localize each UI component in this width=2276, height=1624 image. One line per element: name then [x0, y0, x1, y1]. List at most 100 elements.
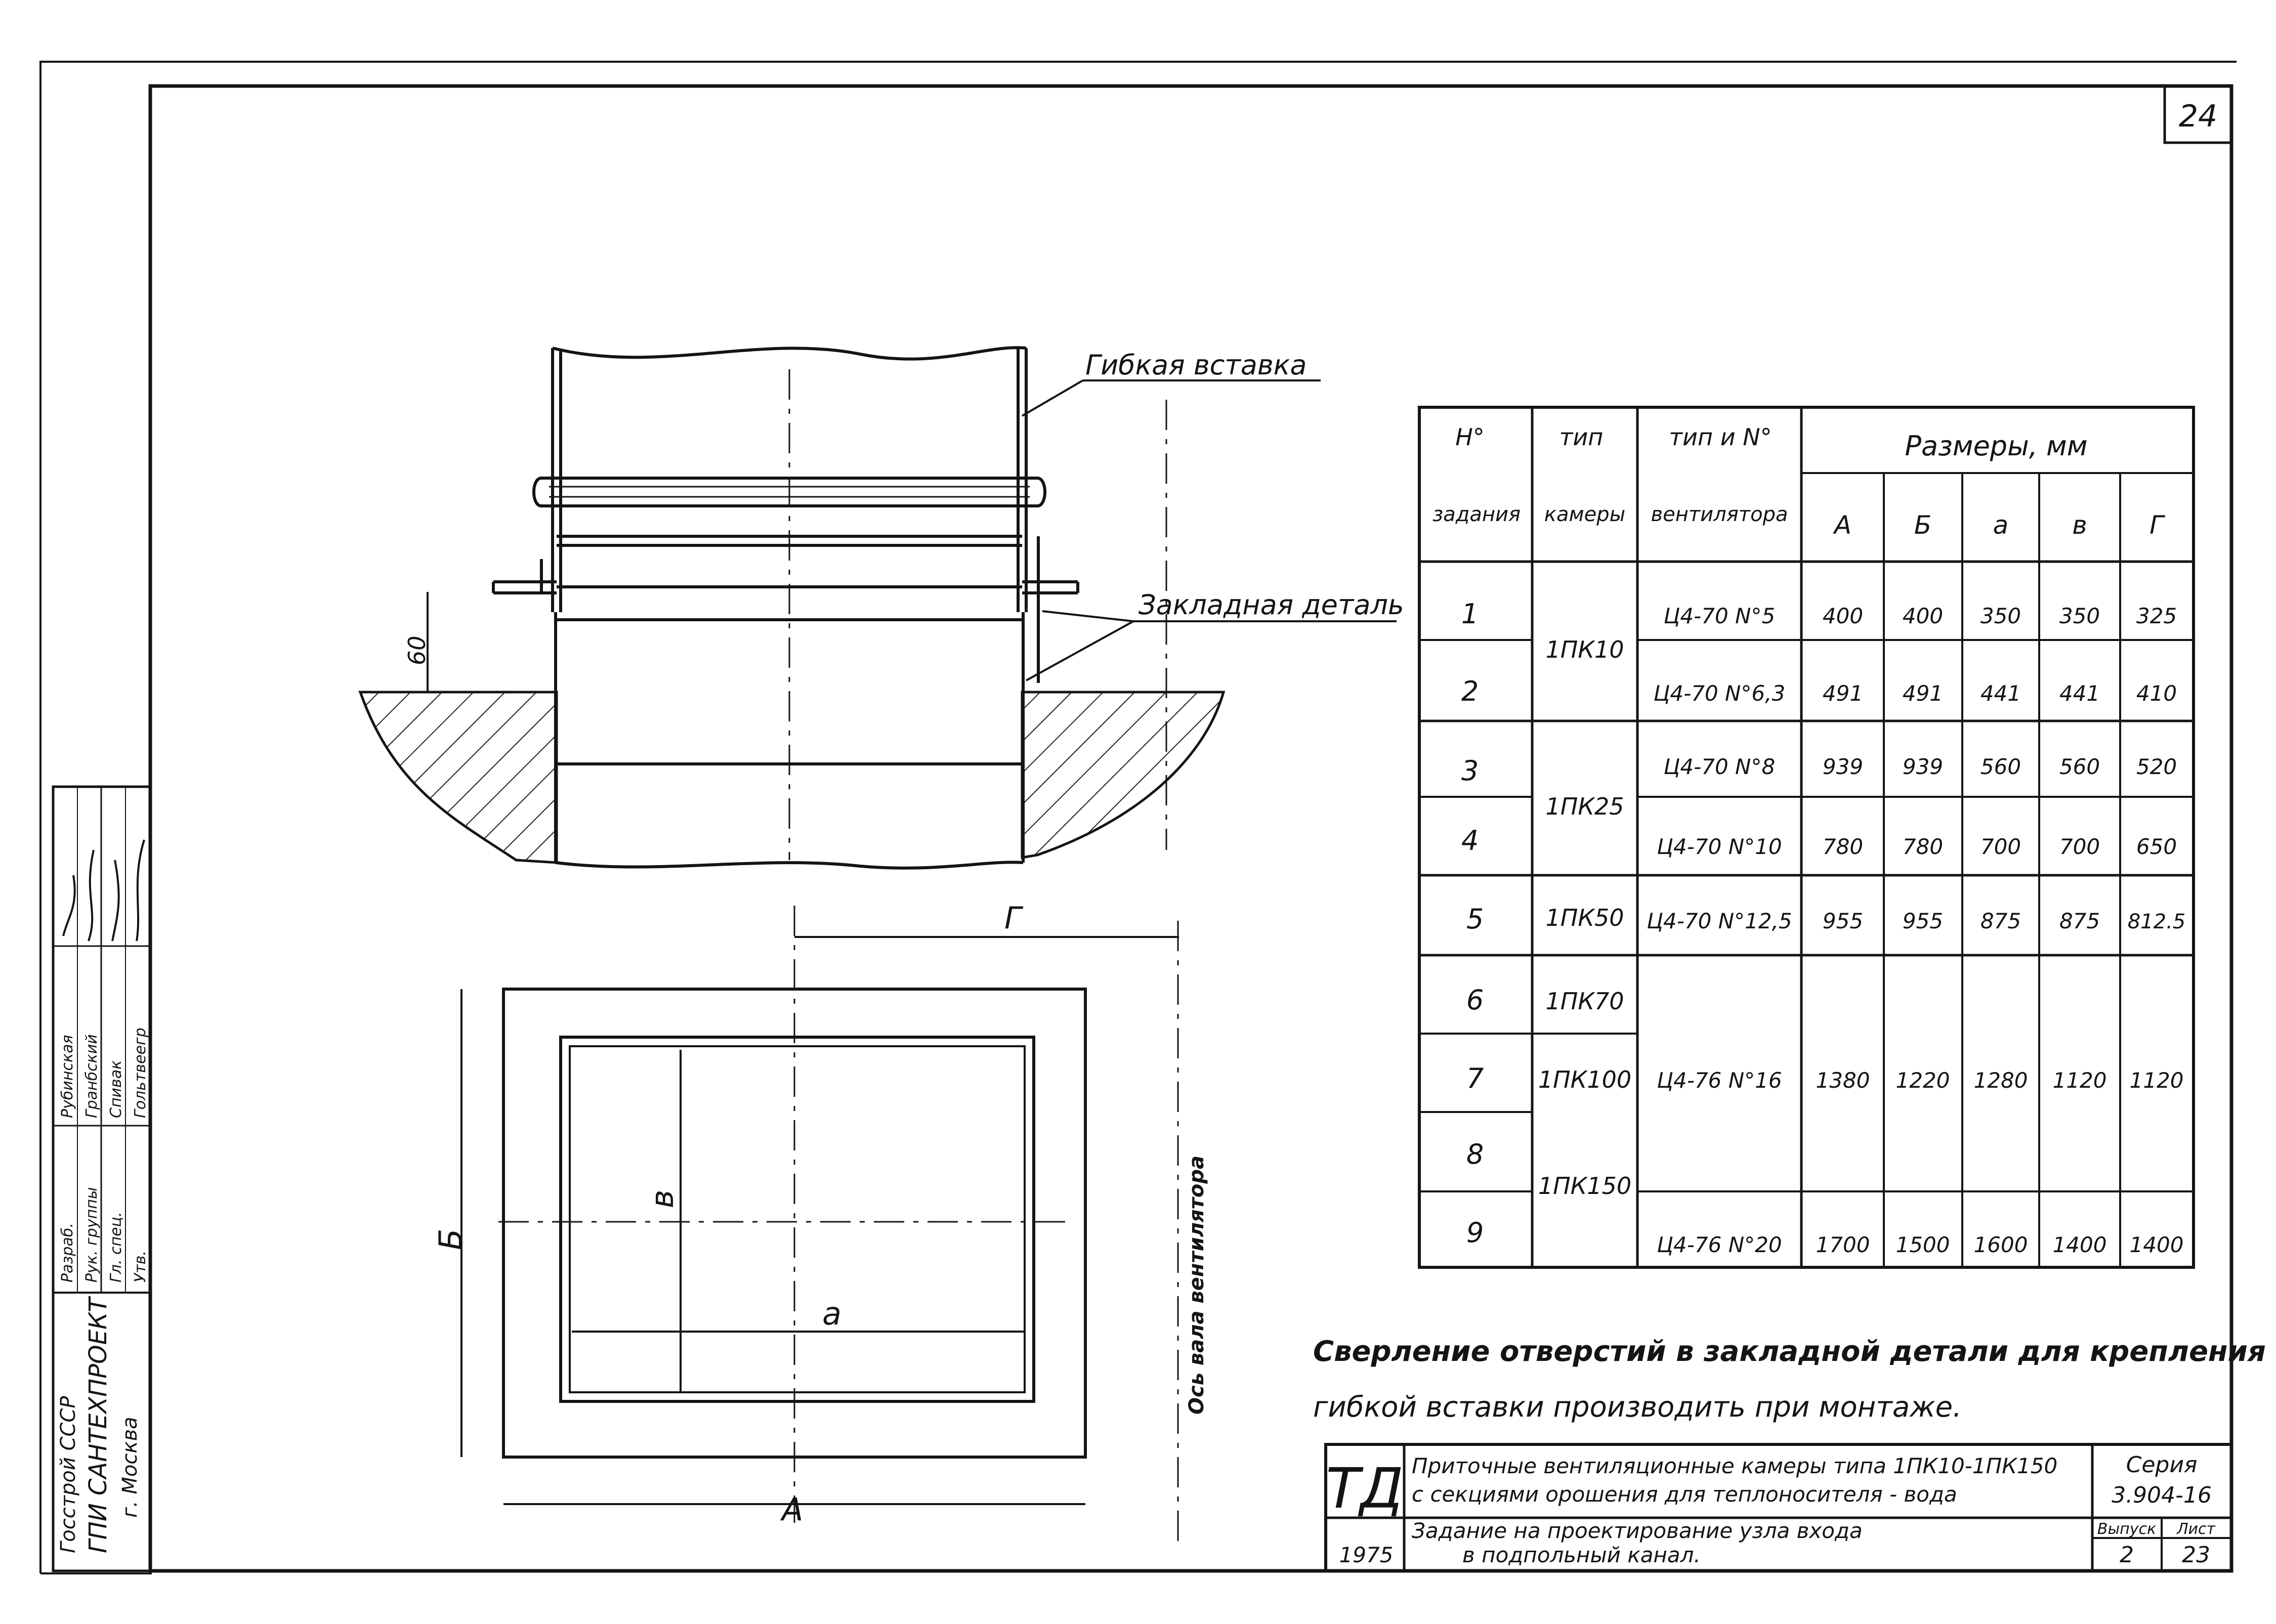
- row-4-a: 700: [1980, 834, 2021, 859]
- plan-view: Г Ось вала вентилятора Б в а А: [432, 901, 1208, 1548]
- fan-row-3: Ц4-70 N°8: [1664, 754, 1775, 779]
- name-2: Гранбский: [83, 1034, 101, 1118]
- year: 1975: [1339, 1543, 1394, 1567]
- title-block: [1324, 1443, 2233, 1572]
- row-6-8-v: 1120: [2053, 1068, 2107, 1093]
- sheet-value: 23: [2182, 1542, 2210, 1568]
- role-4: Утв.: [132, 1251, 149, 1283]
- row-5-B: 955: [1903, 909, 1943, 933]
- row-4-G: 650: [2136, 834, 2177, 859]
- row-3-G: 520: [2136, 754, 2177, 779]
- row-2-no: 2: [1461, 675, 1479, 707]
- issue-label: Выпуск: [2097, 1520, 2156, 1538]
- row-9-a: 1600: [1974, 1232, 2028, 1257]
- row-8-no: 8: [1466, 1138, 1484, 1170]
- row-1-A: 400: [1823, 604, 1863, 628]
- row-6-8-B: 1220: [1896, 1068, 1950, 1093]
- header-sizes: Размеры, мм: [1905, 430, 2087, 462]
- header-v: в: [2072, 510, 2087, 540]
- row-4-no: 4: [1461, 825, 1479, 857]
- role-1: Разраб.: [59, 1223, 76, 1283]
- row-4-A: 780: [1823, 834, 1863, 859]
- camera-1PK70: 1ПК70: [1545, 988, 1624, 1015]
- row-5-A: 955: [1823, 909, 1863, 933]
- camera-1PK10: 1ПК10: [1545, 636, 1624, 663]
- fan-row-5: Ц4-70 N°12,5: [1647, 909, 1792, 933]
- name-3: Спивак: [107, 1060, 125, 1118]
- title-line-2: с секциями орошения для теплоносителя - …: [1412, 1482, 1957, 1507]
- header-a: а: [1993, 510, 2009, 540]
- subtitle-line-2: в подпольный канал.: [1462, 1543, 1701, 1567]
- row-4-v: 700: [2059, 834, 2100, 859]
- row-9-B: 1500: [1896, 1232, 1950, 1257]
- series-label: Серия: [2126, 1452, 2198, 1478]
- dim-a-label: а: [822, 1295, 841, 1332]
- subtitle-line-1: Задание на проектирование узла входа: [1412, 1518, 1863, 1543]
- header-fan-1: тип и N°: [1669, 423, 1772, 451]
- fan-row-1: Ц4-70 N°5: [1664, 604, 1775, 628]
- row-1-B: 400: [1903, 604, 1943, 628]
- side-stamp: [52, 785, 152, 1572]
- row-3-a: 560: [1980, 754, 2021, 779]
- row-6-8-G: 1120: [2130, 1068, 2184, 1093]
- row-4-B: 780: [1903, 834, 1943, 859]
- row-5-a: 875: [1980, 909, 2021, 933]
- row-2-A: 491: [1823, 681, 1863, 706]
- table-text: Н° задания тип камеры тип и N° вентилято…: [1432, 423, 2185, 1257]
- header-A: А: [1833, 510, 1851, 540]
- dim-G-label: Г: [1004, 901, 1024, 936]
- series-value: 3.904-16: [2112, 1482, 2212, 1508]
- sheet-number-box: 24: [2163, 84, 2233, 144]
- title-line-1: Приточные вентиляционные камеры типа 1ПК…: [1412, 1454, 2057, 1478]
- row-9-v: 1400: [2053, 1232, 2107, 1257]
- dim-A-label: А: [780, 1491, 803, 1528]
- flexible-insert-label: Гибкая вставка: [1085, 349, 1306, 381]
- row-9-A: 1700: [1816, 1232, 1870, 1257]
- row-1-a: 350: [1980, 604, 2021, 628]
- sheet-number: 24: [2179, 99, 2217, 134]
- row-5-v: 875: [2059, 909, 2100, 933]
- signature-marks: [62, 839, 145, 942]
- row-6-8-A: 1380: [1816, 1068, 1870, 1093]
- row-3-no: 3: [1461, 755, 1479, 787]
- dim-B-label: Б: [432, 1229, 469, 1251]
- camera-1PK25: 1ПК25: [1545, 793, 1624, 820]
- role-2: Рук. группы: [83, 1187, 101, 1283]
- camera-1PK150: 1ПК150: [1538, 1172, 1631, 1200]
- row-3-v: 560: [2059, 754, 2100, 779]
- row-6-8-a: 1280: [1974, 1068, 2028, 1093]
- camera-1PK50: 1ПК50: [1545, 904, 1624, 931]
- embedded-part-label: Закладная деталь: [1139, 589, 1404, 621]
- header-no-1: Н°: [1455, 423, 1485, 451]
- row-3-B: 939: [1903, 754, 1943, 779]
- dim-60-label: 60: [403, 635, 431, 665]
- title-block-text: ТД Приточные вентиляционные камеры типа …: [1326, 1452, 2216, 1568]
- row-3-A: 939: [1823, 754, 1863, 779]
- role-3: Гл. спец.: [107, 1212, 125, 1283]
- row-7-no: 7: [1466, 1062, 1484, 1094]
- org-line-3: г. Москва: [118, 1417, 142, 1518]
- org-line-1: Госстрой СССР: [57, 1396, 80, 1553]
- header-G: Г: [2149, 510, 2166, 540]
- name-1: Рубинская: [59, 1035, 76, 1118]
- header-fan-2: вентилятора: [1651, 503, 1788, 526]
- row-2-a: 441: [1980, 681, 2021, 706]
- row-1-v: 350: [2059, 604, 2100, 628]
- side-stamp-text: Госстрой СССР ГПИ САНТЕХПРОЕКТ г. Москва…: [57, 839, 149, 1553]
- camera-1PK100: 1ПК100: [1538, 1066, 1631, 1093]
- note-line-2: гибкой вставки производить при монтаже.: [1313, 1391, 1962, 1424]
- note-line-1: Сверление отверстий в закладной детали д…: [1313, 1335, 2266, 1368]
- name-4: Гольтвеегр: [132, 1028, 149, 1118]
- header-type-2: камеры: [1544, 503, 1625, 526]
- duct-body: [492, 346, 1079, 870]
- row-5-G: 812.5: [2128, 910, 2186, 933]
- row-2-v: 441: [2059, 681, 2100, 706]
- dimensions-table: [1418, 406, 2195, 1269]
- issue-value: 2: [2120, 1542, 2134, 1568]
- row-9-G: 1400: [2130, 1232, 2184, 1257]
- row-6-no: 6: [1466, 984, 1484, 1016]
- fan-row-4: Ц4-70 N°10: [1657, 834, 1782, 859]
- row-1-no: 1: [1461, 598, 1479, 630]
- fan-row-2: Ц4-70 N°6,3: [1654, 681, 1786, 706]
